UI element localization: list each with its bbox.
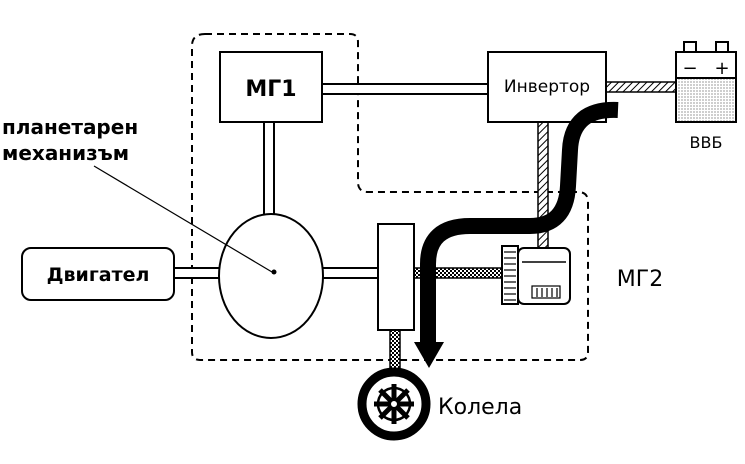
planetary-gear: [218, 213, 324, 339]
battery-label: ВВБ: [690, 133, 723, 152]
gear-icon: [501, 245, 519, 305]
shaft-mg1-planetary: [263, 121, 275, 217]
inverter-label: Инвертор: [504, 77, 590, 97]
reduction-gear-block: [377, 223, 415, 331]
shaft-engine-planetary: [173, 267, 221, 279]
planetary-leader-line: [93, 165, 273, 273]
planetary-label-line2: механизъм: [2, 141, 129, 165]
wheels-label: Колела: [438, 395, 522, 420]
planetary-label-line1: планетарен: [2, 115, 138, 139]
cable-inverter-battery: [605, 81, 679, 93]
battery-icon: [675, 41, 737, 123]
power-flow-arrowhead: [414, 342, 444, 368]
mg1-box: [219, 51, 323, 123]
shaft-reduction-wheel: [389, 329, 401, 375]
mg2-motor: [517, 247, 571, 305]
shaft-mg1-inverter: [321, 83, 489, 95]
battery-minus-sign: −: [682, 58, 697, 79]
mg2-label: МГ2: [617, 267, 663, 292]
engine-box: [21, 247, 175, 301]
wheel-icon: [357, 367, 431, 441]
engine-label: Двигател: [47, 264, 150, 286]
shaft-planetary-reduction: [321, 267, 381, 279]
power-flow-arrow: [420, 101, 619, 344]
mg1-label: МГ1: [245, 77, 296, 102]
battery-plus-sign: +: [714, 58, 729, 79]
dashed-boundary: [191, 33, 589, 361]
planetary-center-dot: [271, 269, 277, 275]
